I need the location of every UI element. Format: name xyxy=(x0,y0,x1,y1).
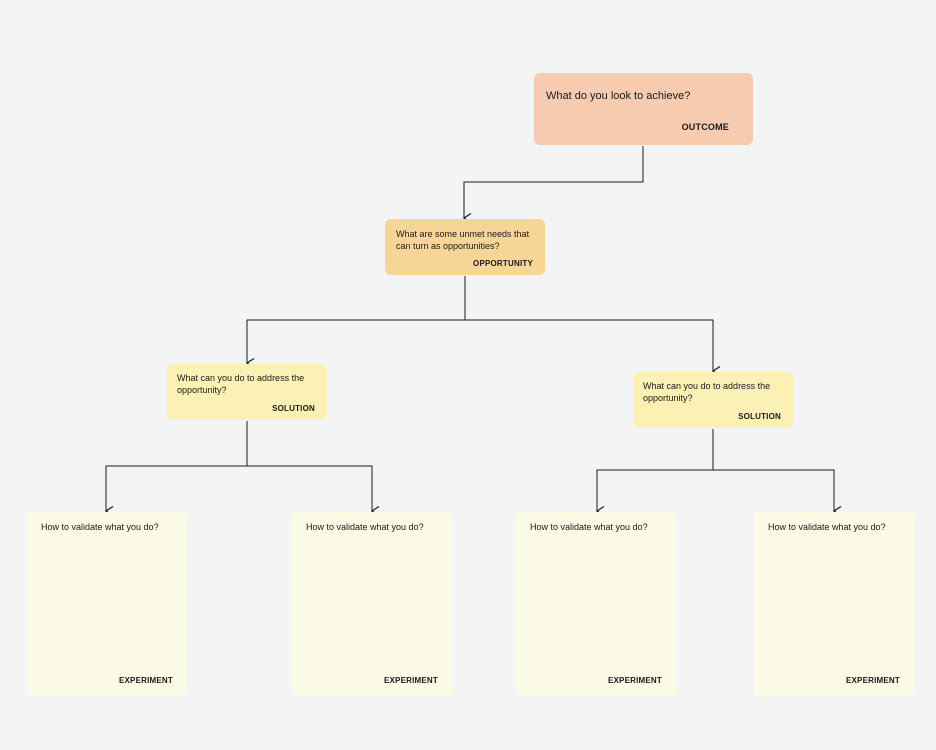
opportunity-question: What are some unmet needs that can turn … xyxy=(396,229,530,251)
experiment-question: How to validate what you do? xyxy=(768,522,886,532)
solution-card-left[interactable]: What can you do to address the opportuni… xyxy=(167,364,327,420)
connector-opportunity-solution-right xyxy=(465,319,713,371)
connector-solution-right-experiment-4 xyxy=(713,469,834,511)
solution-question: What can you do to address the opportuni… xyxy=(643,381,771,403)
connector-solution-left-experiment-1 xyxy=(106,465,247,511)
experiment-card-2[interactable]: How to validate what you do? EXPERIMENT xyxy=(292,512,452,696)
opportunity-tag: OPPORTUNITY xyxy=(473,259,533,268)
outcome-question: What do you look to achieve? xyxy=(546,90,691,102)
experiment-tag: EXPERIMENT xyxy=(383,676,438,685)
connector-solution-left-experiment-2 xyxy=(247,465,372,511)
solution-tag: SOLUTION xyxy=(272,404,315,413)
experiment-question: How to validate what you do? xyxy=(530,522,648,532)
experiment-tag: EXPERIMENT xyxy=(607,676,662,685)
connector-opportunity-solution-left xyxy=(247,319,465,363)
experiment-question: How to validate what you do? xyxy=(41,522,159,532)
opportunity-card[interactable]: What are some unmet needs that can turn … xyxy=(385,219,545,275)
experiment-tag: EXPERIMENT xyxy=(118,676,173,685)
experiment-question: How to validate what you do? xyxy=(306,522,424,532)
connector-solution-right-experiment-3 xyxy=(597,469,713,511)
outcome-card[interactable]: What do you look to achieve? OUTCOME xyxy=(534,73,753,145)
experiment-tag: EXPERIMENT xyxy=(845,676,900,685)
solution-tag: SOLUTION xyxy=(738,412,781,421)
connector-outcome-opportunity xyxy=(464,146,644,218)
experiment-card-3[interactable]: How to validate what you do? EXPERIMENT xyxy=(516,512,676,696)
solution-card-right[interactable]: What can you do to address the opportuni… xyxy=(633,372,793,428)
solution-question: What can you do to address the opportuni… xyxy=(177,373,305,395)
outcome-tag: OUTCOME xyxy=(681,122,729,132)
experiment-card-4[interactable]: How to validate what you do? EXPERIMENT xyxy=(754,512,914,696)
experiment-card-1[interactable]: How to validate what you do? EXPERIMENT xyxy=(27,512,187,696)
